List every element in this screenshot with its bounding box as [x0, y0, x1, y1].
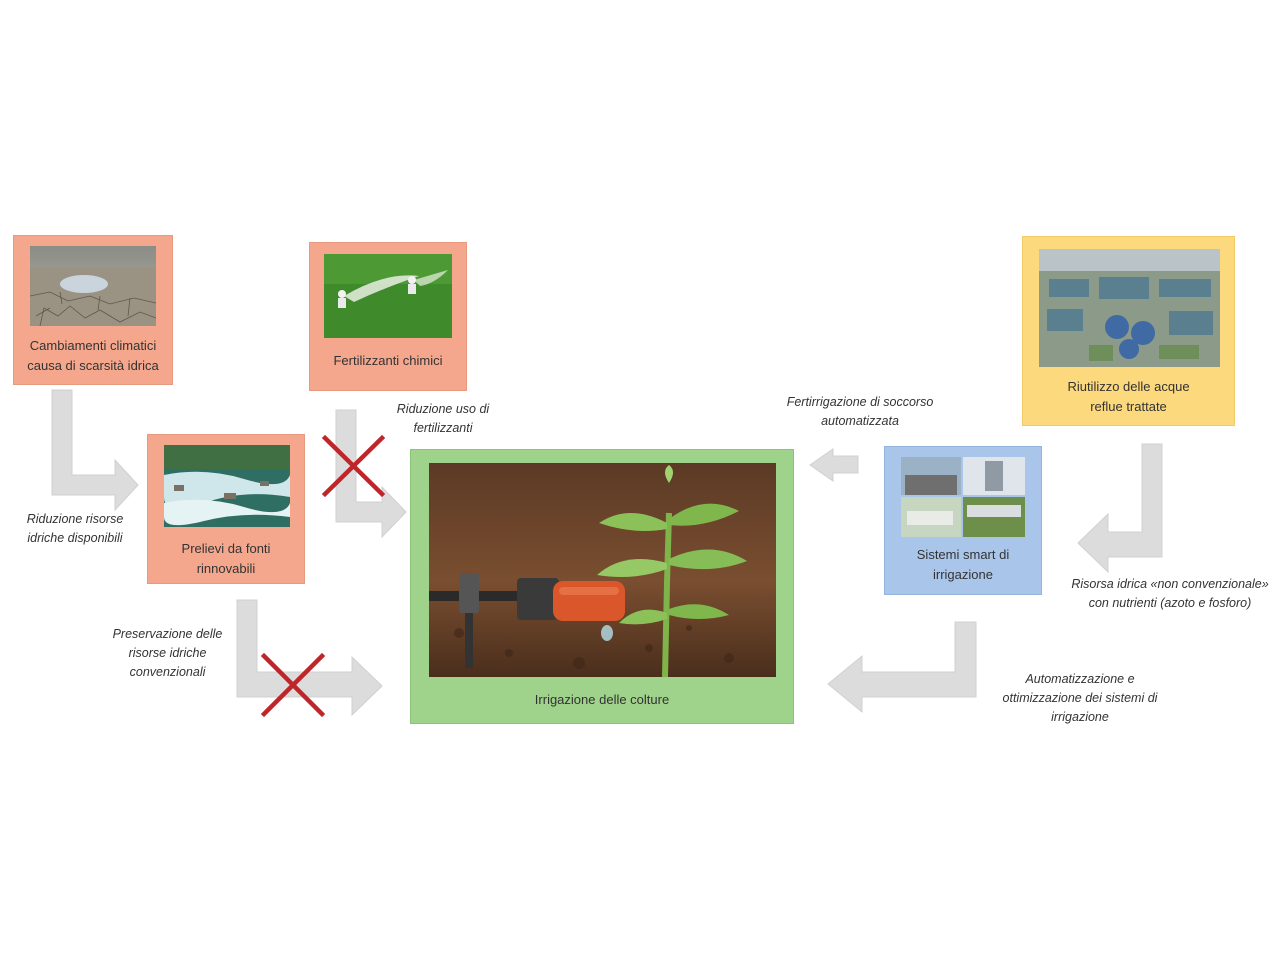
annotation-automation: Automatizzazione e ottimizzazione dei si…	[1002, 672, 1158, 724]
node-wastewater-reuse: Riutilizzo delle acque reflue trattate	[1022, 236, 1235, 426]
node-renewable-withdrawals-label: Prelievi da fonti rinnovabili	[181, 541, 271, 576]
annotation-nonconventional: Risorsa idrica «non convenzionale» con n…	[1071, 577, 1269, 610]
annotation-fertigation: Fertirrigazione di soccorso automatizzat…	[786, 395, 934, 428]
arrow-withdrawals-to-irrigation	[236, 599, 383, 717]
annotation-reduced-resources: Riduzione risorse idriche disponibili	[26, 512, 124, 545]
drip-irrigation-image	[429, 463, 776, 677]
photo-field-spraying	[324, 254, 452, 338]
photo-drip-irrigation-plant	[429, 463, 776, 677]
treatment-plant-image	[1039, 249, 1220, 367]
node-renewable-withdrawals: Prelievi da fonti rinnovabili	[147, 434, 305, 584]
arrow-smart-to-irrigation-lower	[827, 621, 977, 714]
node-crop-irrigation-label: Irrigazione delle colture	[534, 692, 670, 707]
river-image	[164, 445, 290, 527]
photo-smart-systems-collage	[901, 457, 1025, 537]
spraying-image	[324, 254, 452, 338]
node-climate-change-label: Cambiamenti climatici causa di scarsità …	[27, 338, 159, 373]
arrow-climate-to-withdrawals	[51, 389, 139, 512]
node-smart-irrigation: Sistemi smart di irrigazione	[884, 446, 1042, 595]
node-climate-change: Cambiamenti climatici causa di scarsità …	[13, 235, 173, 385]
node-crop-irrigation: Irrigazione delle colture	[410, 449, 794, 724]
smart-systems-image	[901, 457, 1025, 537]
photo-treatment-plant	[1039, 249, 1220, 367]
node-chemical-fertilizers: Fertilizzanti chimici	[309, 242, 467, 391]
dry-soil-image	[30, 246, 156, 326]
node-smart-irrigation-label: Sistemi smart di irrigazione	[916, 547, 1010, 582]
photo-dry-cracked-soil	[30, 246, 156, 326]
node-wastewater-reuse-label: Riutilizzo delle acque reflue trattate	[1067, 379, 1190, 414]
arrow-wastewater-to-smart	[1077, 443, 1163, 574]
annotation-preservation: Preservazione delle risorse idriche conv…	[112, 627, 223, 679]
photo-river-cascade	[164, 445, 290, 527]
node-chemical-fertilizers-label: Fertilizzanti chimici	[333, 353, 443, 368]
annotation-reduced-fertilizers: Riduzione uso di fertilizzanti	[396, 402, 490, 435]
arrow-smart-to-irrigation	[809, 448, 859, 482]
